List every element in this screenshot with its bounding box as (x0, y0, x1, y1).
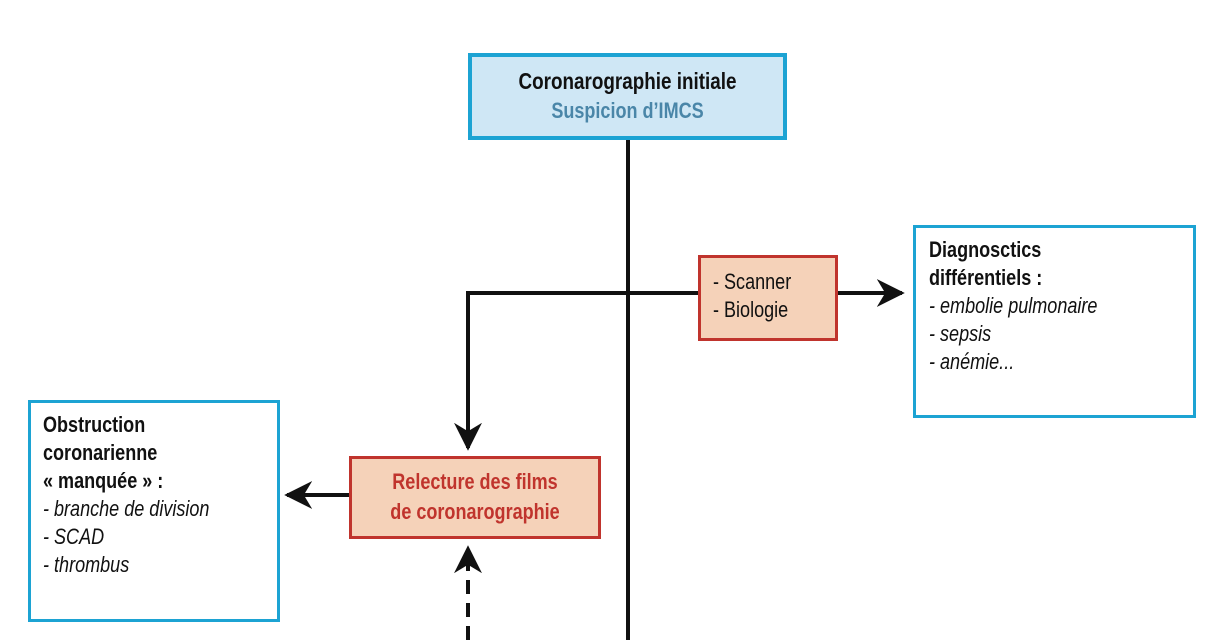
differential-heading-2: différentiels : (929, 265, 1043, 290)
missed-item: - thrombus (43, 552, 130, 577)
missed-heading-1: Obstruction (43, 412, 146, 437)
start-subtitle: Suspicion d’IMCS (551, 98, 704, 123)
differential-item: - embolie pulmonaire (929, 293, 1098, 318)
review-line-2: de coronarographie (390, 499, 560, 524)
tests-item-biologie: - Biologie (713, 297, 789, 322)
missed-heading-2: coronarienne (43, 440, 158, 465)
missed-heading-3: « manquée » : (43, 468, 164, 493)
start-title: Coronarographie initiale (518, 68, 737, 94)
missed-obstruction-node: Obstruction coronarienne « manquée » : -… (28, 400, 280, 622)
tests-node: - Scanner - Biologie (698, 255, 838, 341)
missed-item: - branche de division (43, 496, 210, 521)
start-node: Coronarographie initiale Suspicion d’IMC… (468, 53, 787, 140)
tests-item-scanner: - Scanner (713, 269, 792, 294)
missed-item: - SCAD (43, 524, 105, 549)
differential-node: Diagnosctics différentiels : - embolie p… (913, 225, 1196, 418)
differential-item: - anémie... (929, 349, 1015, 374)
differential-item: - sepsis (929, 321, 992, 346)
review-line-1: Relecture des films (392, 469, 558, 494)
differential-heading-1: Diagnosctics (929, 237, 1042, 262)
review-node: Relecture des films de coronarographie (349, 456, 601, 539)
